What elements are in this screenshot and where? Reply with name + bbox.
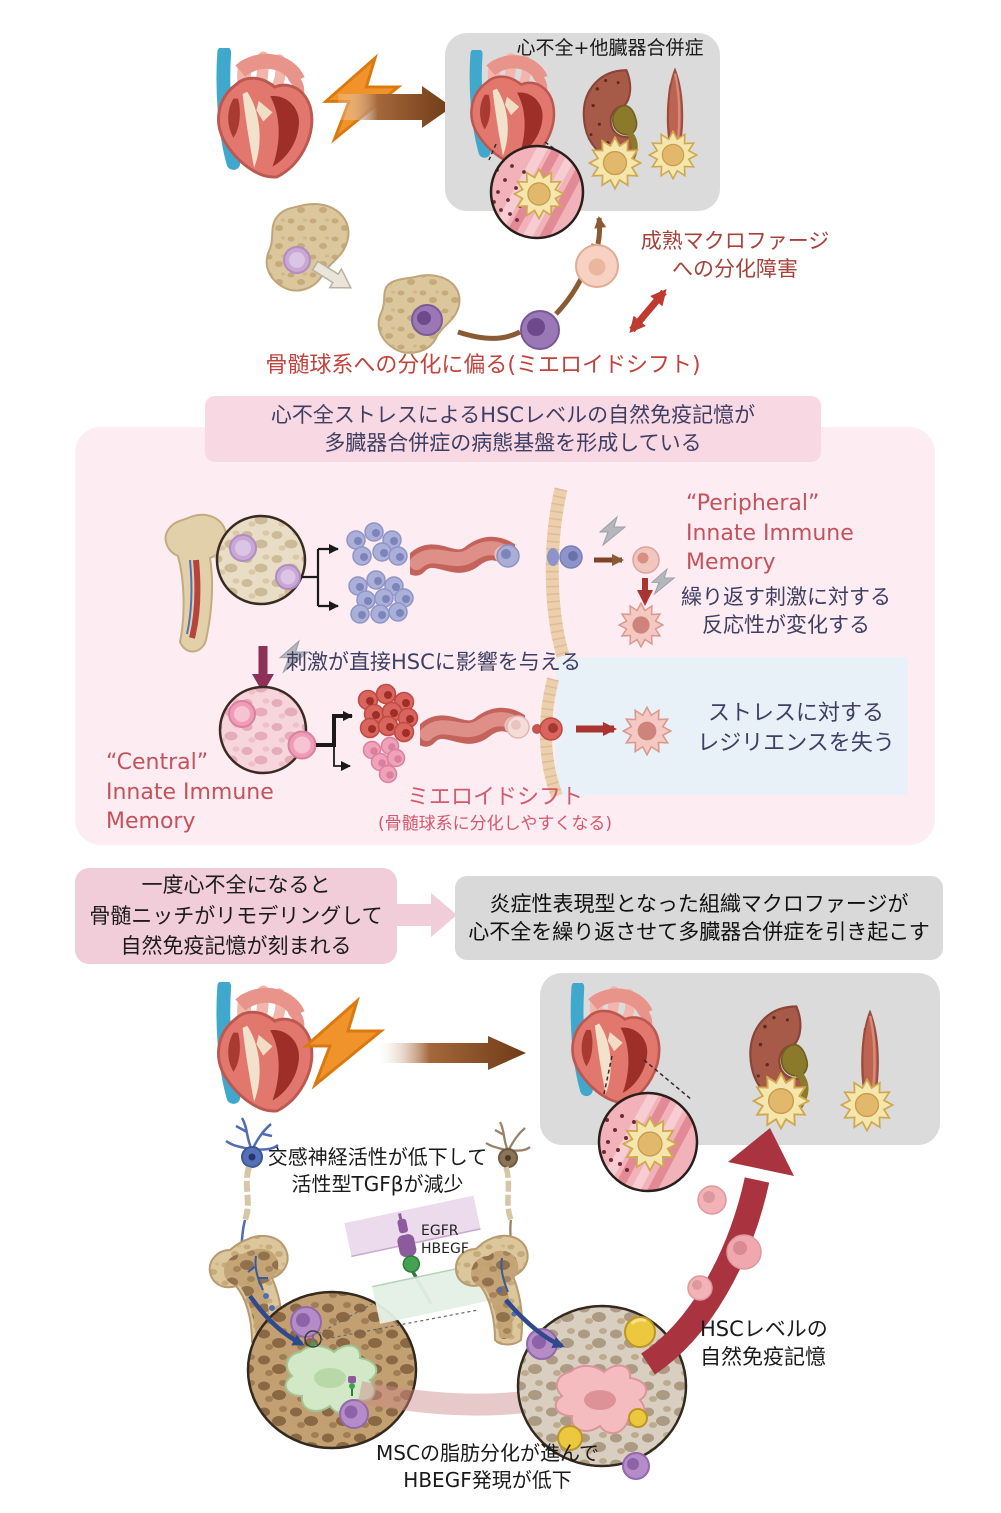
hsc-cells-left-circle bbox=[290, 1306, 369, 1429]
inset-connector-lines bbox=[488, 141, 565, 161]
nerve-signal-arrow-left bbox=[248, 1294, 305, 1347]
hsc-cells-right-circle bbox=[526, 1328, 650, 1480]
tissue-membrane bbox=[545, 487, 570, 658]
monocyte-cell bbox=[520, 310, 560, 350]
memory-cells-on-arrow bbox=[687, 1185, 762, 1301]
receptor-labels: EGFR HBEGF bbox=[421, 1223, 469, 1258]
response-change-arrow bbox=[637, 578, 653, 606]
myeloid-cell-cluster-red bbox=[357, 683, 419, 743]
inset-outline bbox=[489, 144, 585, 240]
hbegf-label: HBEGF bbox=[421, 1240, 469, 1257]
differentiation-bracket bbox=[302, 544, 339, 611]
hsc-memory-caption: HSCレベルの 自然免疫記憶 bbox=[700, 1317, 828, 1370]
adipocytes bbox=[557, 1316, 656, 1451]
stress-banner: 心不全ストレスによるHSCレベルの自然免疫記憶が 多臓器合併症の病態基盤を形成し… bbox=[205, 396, 821, 462]
sympathetic-neuron-blue bbox=[225, 1117, 279, 1267]
section-top-art bbox=[218, 33, 720, 354]
peripheral-title: “Peripheral” Innate Immune Memory bbox=[686, 491, 854, 576]
msc-cell-pink bbox=[554, 1364, 648, 1435]
central-title: “Central” Innate Immune Memory bbox=[106, 750, 274, 835]
conclusion-arrow bbox=[397, 893, 457, 937]
section-bottom-art bbox=[208, 973, 940, 1480]
myeloid-shift-label: 骨髄球系への分化に偏る(ミエロイドシフト) bbox=[265, 353, 701, 378]
myeloid-shift-caption: ミエロイドシフト (骨髄球系に分化しやすくなる) bbox=[345, 783, 645, 836]
lymphoid-cell-cluster bbox=[346, 522, 408, 566]
sympathetic-neuron-brown bbox=[485, 1121, 531, 1253]
myeloid-shift-caption-sub: (骨髄球系に分化しやすくなる) bbox=[377, 813, 613, 834]
sympathetic-caption: 交感神経活性が低下して 活性型TGFβが減少 bbox=[267, 1145, 488, 1196]
circulating-cell-pale bbox=[506, 715, 530, 739]
transmigrating-cell bbox=[547, 545, 583, 569]
progression-arrow bbox=[338, 86, 452, 128]
remodel-conclusion-box: 一度心不全になると 骨髄ニッチがリモデリングして 自然免疫記憶が刻まれる bbox=[75, 868, 397, 964]
stress-bolt-icon-2 bbox=[304, 999, 383, 1087]
direct-stimulus-arrow bbox=[252, 646, 274, 693]
differentiation-block-label: 成熟マクロファージ への分化障害 bbox=[640, 229, 830, 282]
inset-outline-2 bbox=[597, 1091, 699, 1193]
myeloid-shift-caption-title: ミエロイドシフト bbox=[406, 785, 583, 810]
myeloid-shift-bracket bbox=[316, 711, 353, 771]
block-double-arrow bbox=[629, 288, 667, 334]
egfr-label: EGFR bbox=[421, 1223, 459, 1239]
bone-niche-before bbox=[265, 203, 350, 292]
transmigrating-cell-red bbox=[532, 717, 563, 741]
femur-head-right bbox=[454, 1234, 529, 1346]
nerve-signal-arrow-right bbox=[504, 1298, 565, 1349]
resilience-caption: ストレスに対する レジリエンスを失う bbox=[697, 701, 895, 756]
consequence-box: 炎症性表現型となった組織マクロファージが 心不全を繰り返させて多臓器合併症を引き… bbox=[455, 876, 943, 960]
healthy-heart-icon-2 bbox=[218, 987, 311, 1111]
immature-macrophage-cell bbox=[575, 244, 619, 288]
msc-caption: MSCの脂肪分化が進んで HBEGF発現が低下 bbox=[376, 1441, 599, 1492]
direct-stimulus-label: 刺激が直接HSCに影響を与える bbox=[286, 650, 582, 674]
healthy-heart-icon bbox=[218, 53, 311, 177]
tissue-macrophage-cell bbox=[632, 546, 660, 574]
section-middle-art bbox=[75, 427, 935, 845]
lymphoid-cell-cluster-small bbox=[362, 736, 406, 784]
egfr-annotation-circle bbox=[304, 1303, 479, 1348]
recurrence-arrow bbox=[640, 1128, 794, 1375]
monocyte-path bbox=[457, 329, 522, 341]
peripheral-caption: 繰り返す刺激に対する 反応性が変化する bbox=[681, 585, 891, 638]
myeloid-cell-cluster-blue bbox=[348, 570, 414, 624]
circulating-cell bbox=[496, 544, 520, 568]
remodel-arrow bbox=[311, 260, 353, 289]
inset-connector-lines-2 bbox=[603, 1055, 693, 1101]
resilience-blue-panel bbox=[556, 657, 908, 795]
organ-box-label: 心不全+他臓器合併症 bbox=[516, 37, 704, 59]
marrow-magnifier-normal bbox=[215, 514, 307, 606]
progression-arrow-2 bbox=[378, 1036, 526, 1070]
differentiation-arrowhead bbox=[594, 216, 607, 245]
marrow-magnifier-trained bbox=[218, 685, 317, 775]
msc-cell-green bbox=[284, 1344, 378, 1415]
bone-niche-after bbox=[377, 274, 461, 354]
